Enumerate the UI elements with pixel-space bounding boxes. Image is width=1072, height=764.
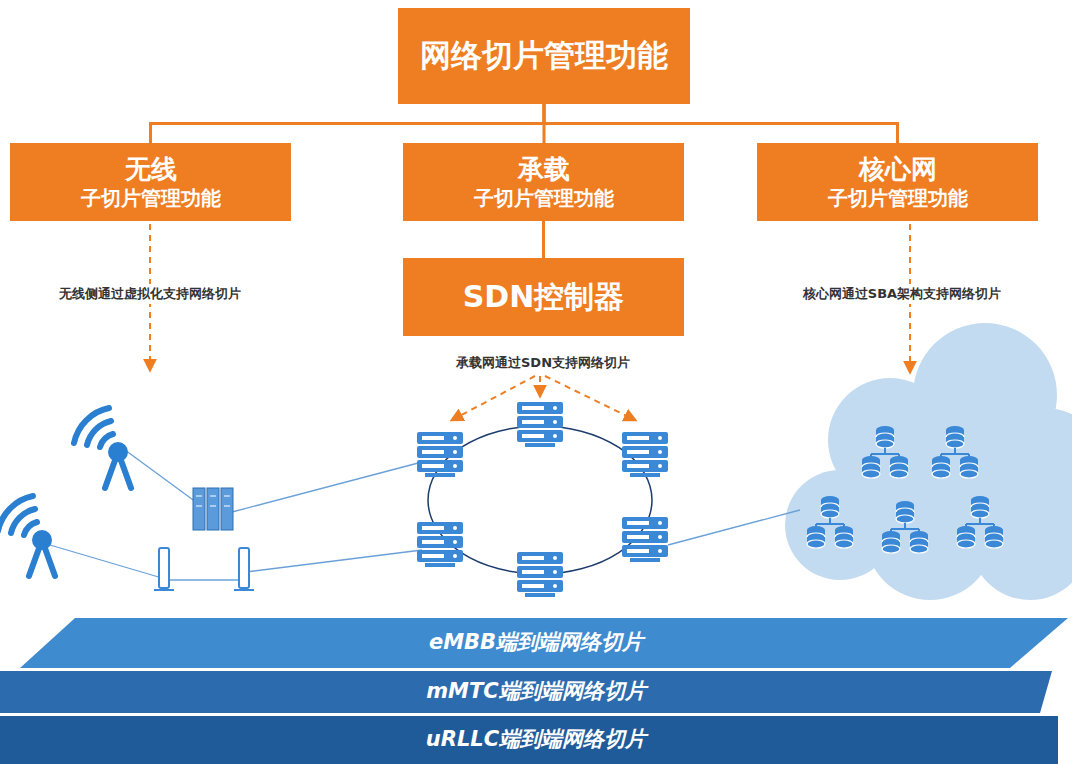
server-icons-part	[622, 517, 668, 562]
sub-slice-box: 无线子切片管理功能	[10, 143, 291, 221]
server-icons-part	[622, 432, 668, 477]
server-icons-part	[417, 522, 463, 567]
slice-band: eMBB端到端网络切片	[0, 618, 1072, 668]
node-title: SDN控制器	[463, 279, 625, 315]
tree-connector	[151, 104, 545, 143]
node-subtitle: 子切片管理功能	[828, 186, 968, 210]
link-lines-part	[125, 450, 200, 505]
band-fill	[0, 671, 1052, 713]
rack-icons	[193, 488, 233, 530]
node-title: 承载	[518, 154, 570, 185]
dashed-arrows-part	[539, 376, 541, 396]
node-title: 无线	[125, 154, 177, 185]
antenna-icons-part	[0, 496, 55, 576]
link-lines-part	[50, 545, 162, 578]
management-box: 网络切片管理功能	[398, 8, 690, 104]
node-title: uRLLC端到端网络切片	[426, 727, 646, 752]
node-subtitle: 子切片管理功能	[474, 186, 614, 210]
link-lines-part	[668, 510, 800, 545]
database-icons-part	[932, 426, 978, 478]
cloud	[785, 323, 1072, 600]
node-title: 网络切片管理功能	[420, 37, 668, 74]
controller-box: SDN控制器	[403, 258, 684, 336]
rack-icons-part	[193, 488, 205, 530]
device-icons-part	[154, 589, 254, 591]
dashed-arrows-part	[545, 376, 635, 420]
node-title: eMBB端到端网络切片	[429, 630, 643, 655]
slice-band: uRLLC端到端网络切片	[0, 716, 1072, 764]
node-title: mMTC端到端网络切片	[426, 679, 646, 704]
link-lines-part	[232, 462, 422, 512]
dashed-arrows-part	[452, 376, 535, 420]
slice-band: mMTC端到端网络切片	[0, 671, 1072, 713]
device-icons-part	[159, 548, 169, 588]
server-icons	[417, 402, 668, 597]
note-label: 核心网通过SBA架构支持网络切片	[800, 284, 1004, 304]
tree-connector	[542, 221, 545, 258]
server-icons-part	[517, 552, 563, 597]
link-lines-part	[246, 550, 422, 572]
database-icons	[807, 426, 1003, 553]
node-title: 核心网	[859, 154, 937, 185]
tree-connector	[544, 104, 898, 143]
antenna-icons-part	[74, 408, 131, 488]
rack-icons-part	[207, 488, 219, 530]
link-lines-part	[168, 579, 240, 580]
database-icons-part	[807, 496, 853, 548]
device-icons	[154, 548, 254, 590]
server-icons-part	[417, 432, 463, 477]
dashed-arrows	[150, 224, 910, 420]
rack-icons-part	[221, 488, 233, 530]
database-icons-part	[957, 496, 1003, 548]
band-fill	[0, 716, 1058, 764]
sub-slice-box: 承载子切片管理功能	[403, 143, 684, 221]
antenna-icons	[0, 408, 131, 576]
server-icons-part	[517, 402, 563, 447]
device-icons-part	[239, 548, 249, 588]
band-fill	[20, 618, 1068, 668]
rack-icons-part	[196, 496, 230, 506]
note-label: 承载网通过SDN支持网络切片	[453, 353, 633, 373]
sub-slice-box: 核心网子切片管理功能	[757, 143, 1038, 221]
database-icons-part	[882, 501, 928, 553]
note-label: 无线侧通过虚拟化支持网络切片	[56, 284, 244, 304]
node-subtitle: 子切片管理功能	[81, 186, 221, 210]
database-icons-part	[862, 426, 908, 478]
